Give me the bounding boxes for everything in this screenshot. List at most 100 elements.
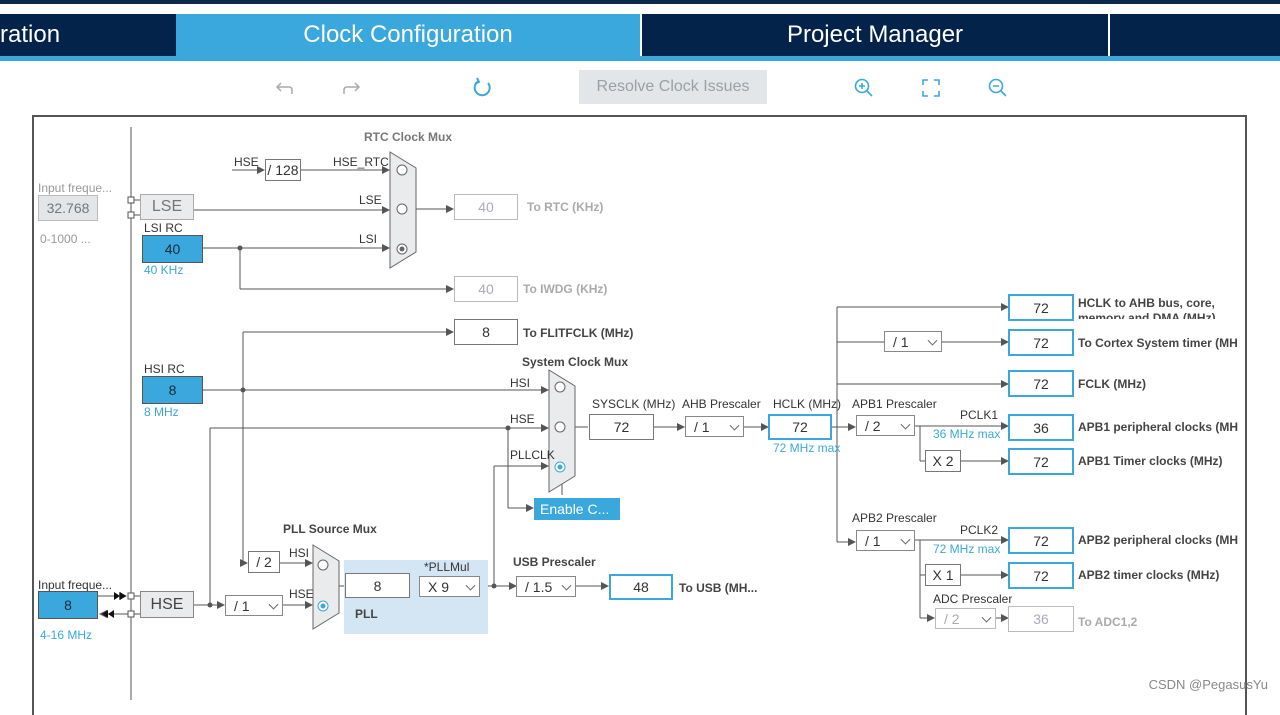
apb1-prescaler-select[interactable]: / 2	[856, 415, 915, 436]
lse-input-label: Input freque...	[38, 181, 113, 195]
tab-pinout-configuration[interactable]: ration	[0, 21, 61, 48]
lsi-unit: 40 KHz	[144, 263, 184, 277]
enable-css-button[interactable]: Enable C...	[534, 498, 620, 520]
pll-mux-hsi-label: HSI	[289, 546, 310, 560]
rtc-hse-divider: / 128	[265, 159, 301, 181]
apb1-timer-output-label: APB1 Timer clocks (MHz)	[1078, 454, 1223, 468]
rtc-mux-title: RTC Clock Mux	[364, 130, 453, 144]
pclk1-max: 36 MHz max	[933, 427, 1001, 441]
zoom-out-icon[interactable]	[984, 74, 1012, 102]
rtc-mux-lsi-label: LSI	[359, 232, 378, 246]
apb2-timer-output-value[interactable]: 72	[1008, 562, 1074, 589]
hclk-ahb-output-value[interactable]: 72	[1008, 294, 1074, 321]
usb-prescaler-label: USB Prescaler	[513, 555, 596, 569]
lsi-value: 40	[142, 235, 203, 263]
adc-prescaler-select[interactable]: / 2	[935, 608, 996, 629]
pclk1-label: PCLK1	[960, 408, 999, 422]
chevron-down-icon	[268, 599, 279, 610]
sysclk-label: SYSCLK (MHz)	[592, 397, 676, 411]
cortex-timer-divider-select[interactable]: / 1	[884, 331, 942, 352]
flitfclk-output-value: 8	[454, 319, 518, 345]
sys-mux-hsi-label: HSI	[510, 376, 531, 390]
usb-output-label: To USB (MH...	[679, 581, 758, 595]
fclk-output-value[interactable]: 72	[1008, 370, 1074, 397]
clock-wires	[98, 127, 1009, 700]
chevron-down-icon	[900, 419, 911, 430]
pll-mul-label: *PLLMul	[424, 560, 470, 574]
pll-input-value: 8	[345, 573, 410, 598]
cortex-timer-output-label: To Cortex System timer (MH	[1078, 336, 1238, 350]
chevron-down-icon	[465, 580, 476, 591]
apb1-peripheral-output-value[interactable]: 36	[1008, 414, 1074, 441]
system-clock-mux-title: System Clock Mux	[522, 355, 629, 369]
lse-block: LSE	[140, 194, 194, 220]
fit-screen-icon[interactable]	[917, 74, 945, 102]
ahb-prescaler-select[interactable]: / 1	[685, 416, 744, 437]
watermark: CSDN @PegasusYu	[1148, 677, 1268, 692]
cortex-timer-output-value[interactable]: 72	[1008, 329, 1074, 356]
sys-mux-hse-label: HSE	[510, 412, 535, 426]
usb-output-value[interactable]: 48	[609, 574, 673, 600]
adc-output-label: To ADC1,2	[1078, 615, 1138, 629]
sysclk-value: 72	[589, 414, 654, 440]
apb2-timer-output-label: APB2 timer clocks (MHz)	[1078, 568, 1220, 582]
chevron-down-icon	[561, 580, 572, 591]
hse-block: HSE	[140, 591, 194, 618]
rtc-output-value: 40	[454, 194, 518, 220]
undo-icon[interactable]	[271, 74, 299, 102]
rtc-mux-lse-label: LSE	[359, 193, 382, 207]
usb-prescaler-select[interactable]: / 1.5	[516, 576, 576, 597]
lse-input-value[interactable]: 32.768	[38, 195, 98, 221]
apb2-prescaler-select[interactable]: / 1	[856, 530, 915, 551]
flitfclk-output-label: To FLITFCLK (MHz)	[523, 326, 634, 340]
apb2-prescaler-label: APB2 Prescaler	[852, 511, 937, 525]
chevron-down-icon	[729, 420, 740, 431]
pclk2-label: PCLK2	[960, 523, 999, 537]
apb1-timer-output-value[interactable]: 72	[1008, 448, 1074, 475]
apb1-peripheral-output-label: APB1 peripheral clocks (MH	[1078, 420, 1239, 434]
hclk-ahb-output-label: HCLK to AHB bus, core,	[1078, 296, 1215, 310]
hse-input-label: Input freque...	[38, 578, 113, 592]
tab-project-manager[interactable]: Project Manager	[786, 21, 964, 48]
iwdg-output-value: 40	[454, 276, 518, 302]
hclk-ahb-output-sublabel: memory and DMA (MHz)	[1078, 311, 1216, 319]
pclk2-max: 72 MHz max	[933, 542, 1001, 556]
tab-divider	[640, 14, 642, 56]
lse-input-range: 0-1000 ...	[40, 232, 91, 246]
sys-mux-pllclk-label: PLLCLK	[510, 448, 555, 462]
hse-input-range: 4-16 MHz	[40, 628, 93, 642]
resolve-clock-issues-button[interactable]: Resolve Clock Issues	[579, 70, 767, 104]
apb1-prescaler-label: APB1 Prescaler	[852, 397, 937, 411]
hsi-pll-divider: / 2	[248, 551, 280, 573]
iwdg-output-label: To IWDG (KHz)	[523, 282, 608, 296]
hclk-label: HCLK (MHz)	[773, 397, 841, 411]
apb2-timer-multiplier: X 1	[925, 564, 961, 586]
refresh-icon[interactable]	[468, 74, 496, 102]
hclk-max: 72 MHz max	[773, 441, 841, 455]
lsi-label: LSI RC	[144, 221, 183, 235]
apb2-peripheral-output-label: APB2 peripheral clocks (MH	[1078, 533, 1239, 547]
rtc-mux-hse-label: HSE	[234, 155, 259, 169]
clock-tree-canvas	[32, 115, 1247, 715]
pll-mux-hse-label: HSE	[289, 587, 314, 601]
hclk-value[interactable]: 72	[768, 414, 832, 440]
pll-mul-select[interactable]: X 9	[419, 576, 480, 597]
pll-source-mux-title: PLL Source Mux	[283, 522, 377, 536]
hsi-value: 8	[142, 376, 203, 404]
tab-divider	[1108, 14, 1110, 56]
zoom-in-icon[interactable]	[850, 74, 878, 102]
chevron-down-icon	[927, 335, 938, 346]
apb2-peripheral-output-value[interactable]: 72	[1008, 527, 1074, 554]
redo-icon[interactable]	[337, 74, 365, 102]
hsi-unit: 8 MHz	[144, 405, 179, 419]
ahb-prescaler-label: AHB Prescaler	[682, 397, 761, 411]
tab-underline	[0, 56, 1280, 61]
top-bar	[0, 0, 1280, 4]
hse-prediv-select[interactable]: / 1	[225, 595, 283, 616]
fclk-output-label: FCLK (MHz)	[1078, 377, 1146, 391]
adc-output-value: 36	[1008, 606, 1074, 632]
chevron-down-icon	[981, 612, 992, 623]
adc-prescaler-label: ADC Prescaler	[933, 592, 1013, 606]
hse-input-value[interactable]: 8	[38, 591, 98, 619]
tab-clock-configuration[interactable]: Clock Configuration	[176, 14, 640, 56]
